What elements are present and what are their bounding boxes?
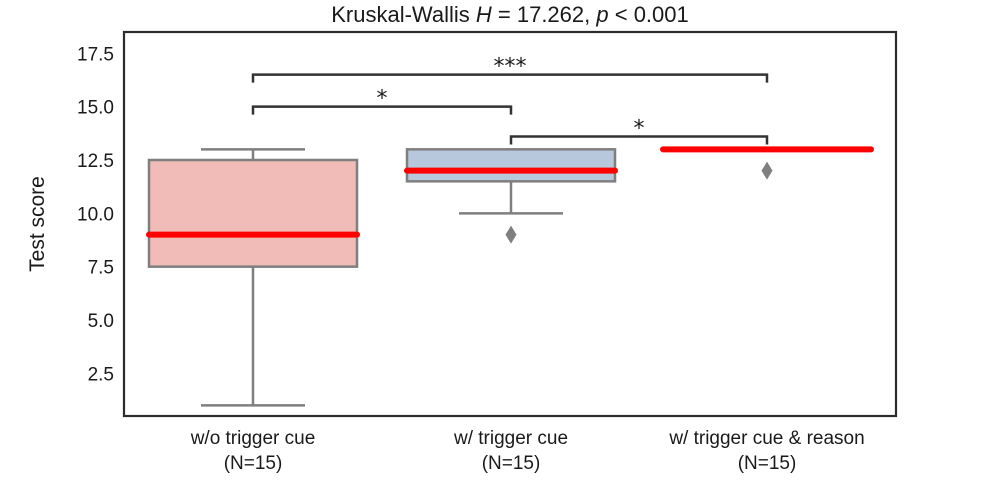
x-tick-sample-size: (N=15): [738, 453, 797, 474]
title-p-value: < 0.001: [609, 2, 689, 27]
significance-label: ***: [494, 55, 527, 80]
y-tick-label: 15.0: [77, 98, 114, 119]
significance-bracket: [509, 135, 769, 145]
y-tick-label: 2.5: [88, 364, 114, 385]
y-tick-label: 10.0: [77, 204, 114, 225]
x-tick-label: w/ trigger cue & reason: [668, 428, 864, 449]
y-tick-label: 17.5: [77, 44, 114, 65]
x-tick-label: w/o trigger cue: [190, 428, 316, 449]
title-h-value: = 17.262,: [492, 2, 597, 27]
plot-frame: [122, 30, 898, 418]
title-h-symbol: H: [476, 2, 492, 27]
significance-label: *: [377, 87, 388, 112]
x-tick-sample-size: (N=15): [224, 453, 283, 474]
outlier-marker: [761, 161, 773, 180]
box-body: [405, 148, 617, 183]
title-p-symbol: p: [595, 2, 608, 27]
significance-bracket: [251, 73, 769, 83]
x-tick-label: w/ trigger cue: [453, 428, 568, 449]
y-axis-label: Test score: [26, 176, 49, 272]
x-tick-sample-size: (N=15): [482, 453, 541, 474]
y-tick-label: 7.5: [88, 258, 114, 279]
y-tick-label: 5.0: [88, 311, 114, 332]
plot-area: *****2.55.07.510.012.515.017.5w/o trigge…: [77, 30, 898, 474]
title-prefix: Kruskal-Wallis: [331, 2, 476, 27]
chart-title: Kruskal-Wallis H = 17.262, p < 0.001: [331, 2, 689, 27]
significance-bracket: [251, 105, 513, 115]
box-body: [147, 158, 359, 268]
significance-label: *: [634, 117, 645, 142]
y-tick-label: 12.5: [77, 151, 114, 172]
outlier-marker: [505, 225, 517, 244]
